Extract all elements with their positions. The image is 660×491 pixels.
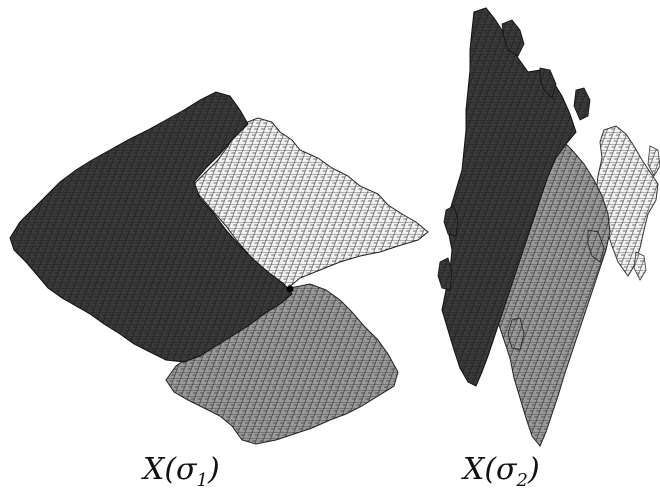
- gray-fragments: [507, 229, 605, 351]
- white-fragment: [647, 145, 660, 177]
- white-tile-region: [191, 117, 429, 289]
- dark-fragment: [539, 67, 557, 99]
- dark-fragment: [443, 205, 459, 237]
- caption-right-close: ): [528, 452, 540, 487]
- dark-fragment: [501, 19, 525, 57]
- gray-fragment: [587, 229, 605, 263]
- right-tiling: [437, 7, 660, 447]
- gray-fragment: [507, 317, 525, 351]
- dark-fragments: [437, 19, 591, 291]
- caption-left: X(σ1): [143, 452, 220, 491]
- white-fragment: [633, 251, 647, 281]
- dark-fragment: [573, 87, 591, 121]
- caption-left-subscript: 1: [196, 470, 208, 491]
- caption-left-main: X(σ: [143, 452, 197, 487]
- caption-right: X(σ2): [463, 452, 540, 491]
- dark-fragment: [437, 257, 453, 291]
- left-tiling: [9, 91, 429, 445]
- dark-tile-region: [9, 91, 293, 363]
- junction-point: [286, 285, 294, 293]
- white-fragments: [633, 145, 660, 281]
- caption-right-subscript: 2: [516, 470, 528, 491]
- caption-right-main: X(σ: [463, 452, 517, 487]
- caption-left-close: ): [208, 452, 220, 487]
